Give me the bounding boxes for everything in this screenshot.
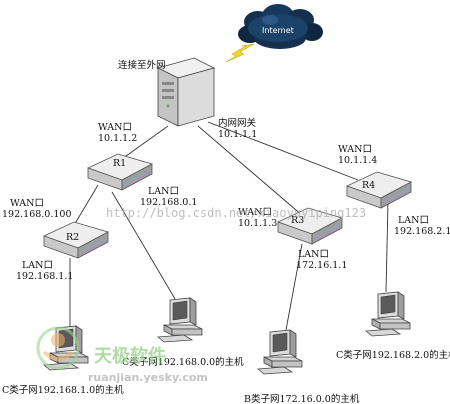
yesky-logo [36,326,80,370]
r1-lan-label: LAN口 [148,186,179,197]
r3-lan-ip: 172.16.1.1 [296,260,347,271]
r2-lan-label: LAN口 [22,260,53,271]
host-label-192-168-2-0: C类子网192.168.2.0的主机 [336,349,450,361]
router-r2-name: R2 [66,232,79,243]
watermark-url: http://blog.csdn.net/xiaoyuyiping123 [106,206,366,220]
router-r3-name: R3 [291,215,304,226]
gateway-top-label: 连接至外网 [118,59,166,71]
pc-subnet-192-168-0-0-icon [157,297,203,343]
gateway-ip: 10.1.1.1 [218,129,257,140]
link-r1-pc2 [111,191,179,305]
gateway-server-icon [156,57,216,127]
gateway-label: 内网网关 [218,117,257,129]
r2-wan-label: WAN口 [10,198,44,209]
link-r4-pc4 [385,201,389,293]
lightning-icon [225,43,255,63]
r4-wan-ip: 10.1.1.4 [338,155,377,166]
internet-cloud-icon [238,4,323,49]
r2-wan-ip: 192.168.0.100 [2,209,72,220]
logo-text: 天极软件 [94,345,166,367]
router-r4-name: R4 [362,180,375,191]
internet-label: Internet [262,26,294,35]
r2-lan-ip: 192.168.1.1 [16,271,73,282]
host-label-192-168-1-0: C类子网192.168.1.0的主机 [2,384,124,396]
link-gateway-r4 [207,121,359,181]
link-r3-pc3 [285,243,303,331]
link-gateway-r3 [197,125,304,217]
logo-url: ruanjian.yesky.com [88,371,208,384]
r4-lan-ip: 192.168.2.1 [394,226,450,237]
host-label-172-16-0-0: B类子网172.16.0.0的主机 [244,393,360,404]
r3-wan-ip: 10.1.1.3 [238,218,277,229]
pc-subnet-192-168-1-0-icon [43,325,89,371]
r1-wan-ip: 10.1.1.2 [98,133,137,144]
router-r4-icon [346,171,412,209]
r4-wan-label: WAN口 [338,144,372,155]
host-label-192-168-0-0: C类子网192.168.0.0的主机 [122,356,244,368]
r1-wan-label: WAN口 [98,122,132,133]
r3-wan-label: WAN口 [238,207,272,218]
r1-lan-ip: 192.168.0.1 [140,197,197,208]
r3-lan-label: LAN口 [298,249,329,260]
connection-lines [69,121,389,331]
pc-subnet-172-16-0-0-icon [257,329,303,375]
router-r1-name: R1 [113,158,126,169]
r4-lan-label: LAN口 [398,215,429,226]
pc-subnet-192-168-2-0-icon [365,291,411,337]
